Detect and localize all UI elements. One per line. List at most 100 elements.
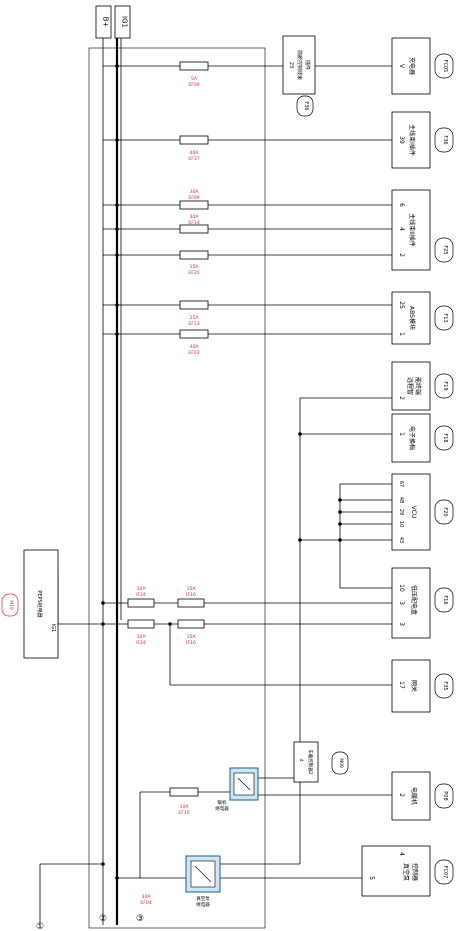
fuse-code: EF14	[188, 220, 199, 226]
relay-name-2: 继电器	[215, 805, 229, 812]
component-ref: M19	[8, 600, 14, 610]
component-pin: 25	[398, 301, 405, 309]
component-name: 远程智	[406, 377, 414, 395]
component-name: 前舱控制线束	[296, 50, 303, 80]
b-plus-label: B+	[102, 17, 110, 28]
component-name: 主线束I插件	[408, 124, 416, 156]
component-ref: M09	[338, 758, 344, 768]
component-ref: F16	[442, 595, 448, 604]
component-name: 真空泵	[402, 863, 410, 881]
component-ref: F36	[442, 135, 448, 144]
component-f35: 17 网关 F35	[391, 659, 454, 713]
component-p08: 2 电暖机 P08	[391, 771, 454, 821]
component-name: 车载控制器2	[307, 749, 314, 774]
fuse: 10A IF24	[127, 586, 155, 608]
fuse-code: EF04	[140, 900, 151, 906]
vacuum-relay: 真空泵 继电器	[185, 855, 221, 908]
ig1-terminal: IG1	[114, 5, 131, 39]
fuse: 15A IF16	[177, 586, 205, 608]
component-ref: F36	[303, 101, 309, 110]
fuse: 25A EF13	[179, 300, 209, 327]
fuse: 40A EF03	[179, 329, 209, 356]
fuse-code: EF03	[188, 350, 199, 356]
fuse: 15A EF20	[179, 250, 209, 276]
component-pin: 43	[398, 537, 404, 543]
fuse-code: EF10	[178, 810, 189, 816]
component-pin: 4	[398, 227, 405, 231]
component-pin: 48	[398, 497, 404, 503]
fuse: 5A EF09	[179, 61, 209, 88]
component-m09: 4 车载控制器2 M09	[293, 741, 349, 783]
component-pin: 6	[398, 203, 405, 207]
component-f16: 10 3 3 低压配电盒 F16	[391, 567, 454, 639]
component-ref: F20	[442, 507, 448, 516]
component-ref: P08	[442, 791, 448, 800]
fuse-code: EF13	[188, 321, 199, 327]
component-pin: 2	[398, 793, 405, 797]
fuse-code: IF24	[136, 592, 146, 598]
component-pin: 23	[288, 62, 294, 68]
fuse-rating: 10A	[137, 586, 147, 592]
component-pin: V	[398, 64, 405, 69]
relay-name: 真空泵	[196, 895, 210, 902]
fuse-rating: 15A	[187, 634, 197, 640]
fuse-code: EF09	[188, 82, 199, 88]
fuse-rating: 30A	[190, 189, 200, 195]
component-pin: 3	[398, 622, 405, 626]
component-ref: F35	[442, 681, 448, 690]
component-pin: 3	[398, 601, 405, 605]
fuse-rating: 5A	[191, 76, 198, 82]
component-ref: F25	[442, 245, 448, 254]
connector-2: ②	[99, 914, 107, 924]
component-name: 电子换档	[408, 426, 416, 450]
component-pin: 4	[298, 759, 304, 762]
b-plus-terminal: B+	[95, 5, 112, 39]
fuse-rating: 40A	[190, 344, 200, 350]
component-fc07: 5 4 真空泵 控制器 FC07	[361, 845, 454, 897]
fuse-rating: 15A	[187, 586, 197, 592]
component-f36b: 39 主线束I插件 F36	[391, 111, 454, 169]
component-name: 网关	[410, 680, 418, 692]
component-pin: 39	[398, 136, 405, 144]
fuse-rating: 15A	[190, 264, 200, 270]
component-name-2: 插件	[304, 60, 311, 70]
component-pin: 2	[398, 396, 405, 400]
relay-name-2: 继电器	[196, 901, 210, 908]
front-fuse-box-outline	[88, 47, 266, 929]
connector-3: ③	[136, 914, 144, 924]
fuse-code: EF09	[188, 195, 199, 201]
component-pin: 10	[398, 584, 405, 592]
component-pin: 10	[398, 521, 404, 527]
fuse-rating: 10A	[180, 804, 190, 810]
fuse-rating: 30A	[142, 894, 152, 900]
component-ref: F13	[442, 313, 448, 322]
component-f19: 2 远程智 能终端 F19	[391, 361, 454, 411]
fuse-code: IF16	[186, 592, 196, 598]
component-name: 充电器	[408, 57, 416, 75]
component-pin: 29	[398, 509, 404, 515]
component-pin: 5	[368, 876, 375, 880]
fuse-code: IF24	[136, 640, 146, 646]
component-name-2: 能终端	[414, 377, 422, 395]
fuse-rating: 30A	[190, 214, 200, 220]
component-ref: F19	[442, 381, 448, 390]
component-ref: F18	[442, 433, 448, 442]
component-ref: FC07	[442, 866, 448, 879]
fuse: 30A EF09	[179, 189, 209, 210]
fuse-rating: 10A	[137, 634, 147, 640]
fuse: 40A EF17	[179, 135, 209, 162]
component-pin: 17	[398, 681, 405, 689]
component-pin: IG1	[50, 624, 56, 633]
fuse-rating: 40A	[190, 150, 200, 156]
ig1-label: IG1	[121, 16, 129, 28]
connector-1: ①	[36, 922, 44, 931]
component-name: 低压配电盒	[410, 585, 418, 615]
component-fc05: V 充电器 FC05	[391, 37, 454, 95]
component-f36: 23 前舱控制线束 插件 F36	[282, 35, 316, 117]
junction-dots	[101, 64, 342, 880]
fuse: 10A IF24	[127, 619, 155, 646]
fuse: 10A EF10	[169, 787, 199, 816]
component-name-2: 控制器	[411, 863, 419, 881]
component-ref: FC05	[442, 60, 448, 73]
